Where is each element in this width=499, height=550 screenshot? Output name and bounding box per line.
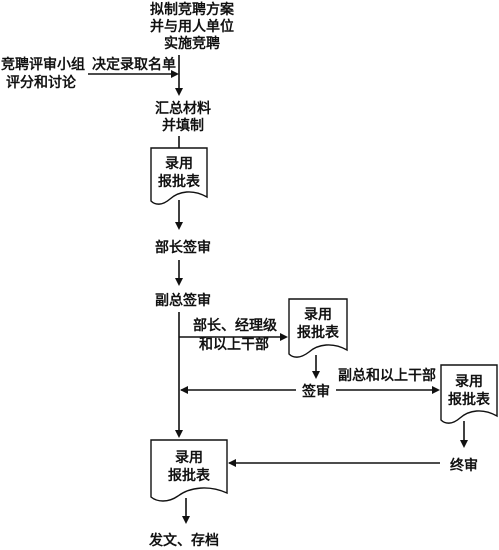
form2-line-2: 报批表 (297, 324, 340, 341)
arrowhead-form4 (175, 430, 183, 438)
form1-document-shape (150, 147, 208, 205)
form3-line-1: 录用 (455, 374, 483, 390)
arrowhead-vp (175, 278, 183, 286)
arrowhead-trunk (180, 386, 188, 394)
arrowhead-panel (171, 70, 179, 78)
arrowhead-compile (175, 88, 183, 96)
plan-line-3: 实施竞聘 (164, 35, 220, 52)
arrowhead-sign (312, 371, 320, 379)
panel-line-1: 竞聘评审小组 (1, 56, 85, 73)
sign-review-label: 签审 (301, 383, 330, 400)
panel-line-2: 评分和讨论 (6, 74, 77, 91)
dept-review-label: 部长签审 (155, 239, 211, 256)
branch-mgr-line-1: 部长、经理级 (193, 317, 278, 334)
form2-document-shape (288, 298, 348, 358)
arrowhead-final (460, 440, 468, 448)
decide-label: 决定录取名单 (92, 56, 176, 73)
compile-line-2: 并填制 (162, 117, 204, 134)
arrowhead-archive (182, 516, 190, 524)
arrowhead-form2 (280, 333, 288, 341)
form3-document-shape (440, 364, 498, 424)
form3-line-2: 报批表 (448, 391, 491, 408)
branch-vp-label: 副总和以上干部 (338, 367, 436, 384)
form4-line-1: 录用 (175, 450, 203, 466)
branch-mgr-line-2: 和以上干部 (199, 336, 269, 353)
form4-line-2: 报批表 (168, 467, 211, 484)
plan-line-1: 拟制竞聘方案 (150, 1, 235, 18)
plan-line-2: 并与用人单位 (150, 18, 234, 35)
form4-document-shape (150, 439, 228, 502)
form1-line-1: 录用 (165, 156, 193, 172)
final-review-label: 终审 (450, 457, 478, 474)
form1-line-2: 报批表 (158, 173, 201, 190)
arrowhead-final-to-form4 (228, 459, 236, 467)
compile-line-1: 汇总材料 (155, 100, 211, 117)
arrowhead-dept (175, 222, 183, 230)
arrowhead-form3 (432, 386, 440, 394)
archive-label: 发文、存档 (148, 532, 219, 549)
form2-line-1: 录用 (304, 307, 332, 323)
vp-review-label: 副总签审 (155, 292, 211, 309)
